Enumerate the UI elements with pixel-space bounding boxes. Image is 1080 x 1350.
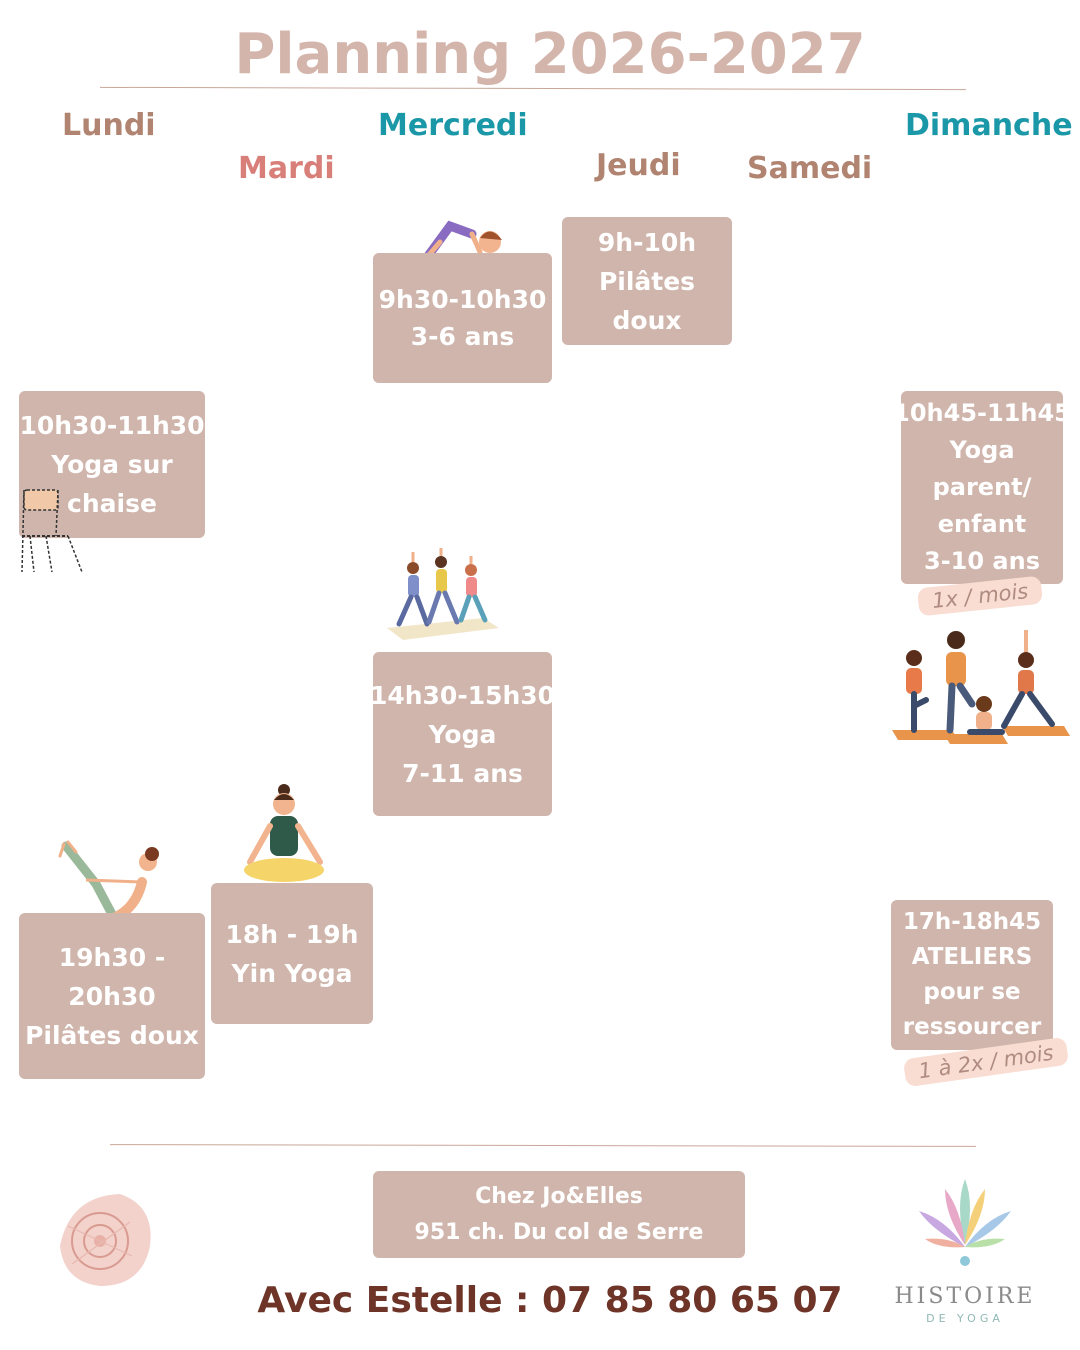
session-dimanche-ateliers: 17h-18h45 ATELIERS pour se ressourcer xyxy=(891,900,1053,1050)
yoga-child-icon xyxy=(423,220,502,261)
location-name: Chez Jo&Elles xyxy=(475,1183,643,1209)
day-samedi: Samedi xyxy=(747,151,873,186)
session-mercredi-yoga: 14h30-15h30 Yoga 7-11 ans xyxy=(370,652,555,816)
footer-divider xyxy=(109,1144,977,1147)
day-lundi: Lundi xyxy=(62,108,156,143)
day-mercredi: Mercredi xyxy=(378,108,528,143)
day-dimanche: Dimanche xyxy=(905,108,1073,143)
contact-line: Avec Estelle : 07 85 80 65 07 xyxy=(257,1280,843,1321)
session-lundi-pilates: 19h30 - 20h30 Pilâtes doux xyxy=(19,913,205,1079)
session-mercredi-kids: 9h30-10h30 3-6 ans xyxy=(373,253,552,383)
day-jeudi: Jeudi xyxy=(596,148,681,183)
seashell-icon xyxy=(60,1194,151,1286)
logo-subtitle: DE YOGA xyxy=(926,1312,1004,1325)
kids-yoga-icon xyxy=(387,548,499,640)
page-title: Planning 2026-2027 xyxy=(234,22,866,87)
day-mardi: Mardi xyxy=(238,151,335,186)
family-yoga-icon xyxy=(892,630,1070,744)
location-address: 951 ch. Du col de Serre xyxy=(414,1219,704,1245)
lotus-logo-icon xyxy=(919,1179,1011,1266)
session-jeudi-pilates: 9h-10h Pilâtes doux xyxy=(562,217,732,345)
header-divider xyxy=(100,86,966,91)
session-lundi-chair: 10h30-11h30 Yoga sur chaise xyxy=(19,391,205,538)
chair-icon xyxy=(21,489,83,573)
session-mardi-yin: 18h - 19h Yin Yoga xyxy=(211,883,373,1024)
meditation-icon xyxy=(244,784,324,882)
session-dimanche-parent: 10h45-11h45 Yoga parent/ enfant 3-10 ans xyxy=(893,391,1071,584)
location-box: Chez Jo&Elles 951 ch. Du col de Serre xyxy=(373,1171,745,1258)
logo-name: HISTOIRE xyxy=(894,1284,1036,1309)
